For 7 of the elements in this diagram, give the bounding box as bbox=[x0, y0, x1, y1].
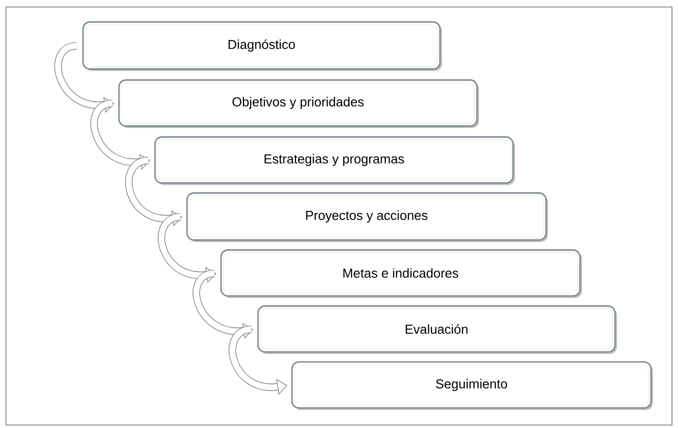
step-box: Seguimiento bbox=[291, 361, 653, 410]
step-box: Evaluación bbox=[257, 305, 617, 354]
step-box: Estrategias y programas bbox=[154, 136, 515, 185]
step-box: Proyectos y acciones bbox=[186, 192, 548, 242]
step-box: Diagnóstico bbox=[82, 21, 442, 71]
step-box: Metas e indicadores bbox=[220, 249, 582, 298]
step-box: Objetivos y prioridades bbox=[118, 79, 479, 128]
